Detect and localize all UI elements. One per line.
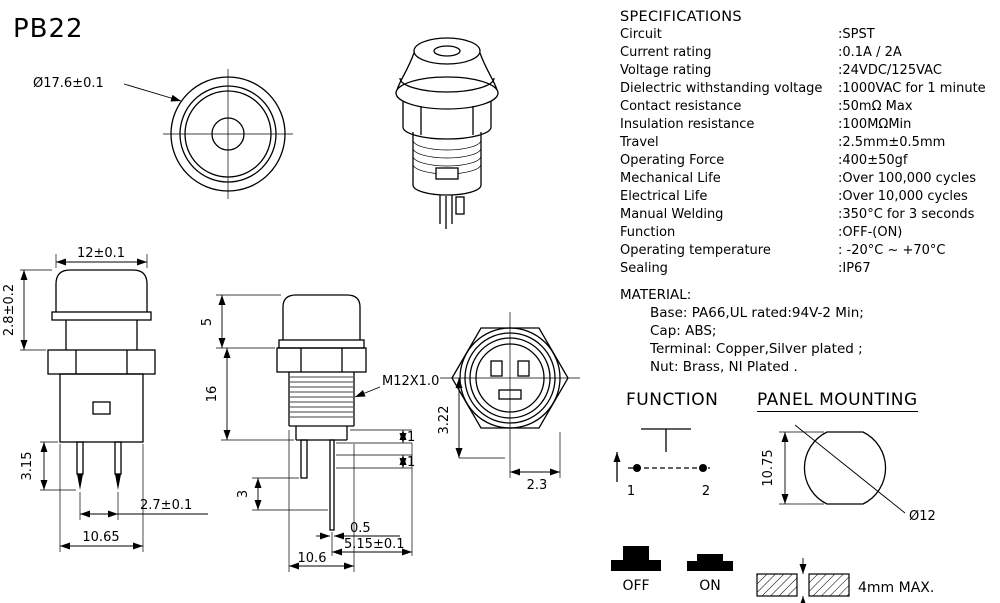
- dim-terminal-step-1: 1: [407, 430, 415, 445]
- function-heading: FUNCTION: [626, 390, 719, 410]
- dim-side-body-length: 16: [205, 386, 220, 403]
- dim-side-cap-height: 5: [200, 318, 215, 326]
- spec-row-circuit: Circuit :SPST: [620, 26, 998, 44]
- spec-value: :400±50gf: [838, 153, 908, 168]
- dim-bottom-terminal-offset: 3.22: [437, 406, 452, 435]
- spec-value: :SPST: [838, 27, 875, 42]
- spec-value: :0.1A / 2A: [838, 45, 902, 60]
- material-panel: MATERIAL: Base: PA66,UL rated:94V-2 Min;…: [620, 286, 864, 376]
- spec-row-voltage-rating: Voltage rating :24VDC/125VAC: [620, 62, 998, 80]
- spec-value: :IP67: [838, 261, 871, 276]
- spec-value: :OFF-(ON): [838, 225, 903, 240]
- terminal-2-label: 2: [702, 484, 710, 499]
- dim-side-pin-length: 3: [236, 490, 251, 498]
- button-off-symbol: [611, 546, 661, 571]
- spec-row-contact-resistance: Contact resistance :50mΩ Max: [620, 98, 998, 116]
- side-view: 5 16 M12X1.0 1 1 3 0.5 5.15±0.1 1: [200, 294, 439, 572]
- material-heading: MATERIAL:: [620, 287, 692, 303]
- dim-hole-diameter: Ø12: [909, 509, 936, 524]
- spec-value: :2.5mm±0.5mm: [838, 135, 946, 150]
- dim-side-body-width: 10.6: [298, 551, 327, 566]
- dim-cap-height: 2.8±0.2: [2, 284, 17, 336]
- panel-section-right: [808, 573, 850, 597]
- spec-label: Voltage rating: [620, 63, 712, 78]
- spec-label: Manual Welding: [620, 207, 724, 222]
- function-schematic: 1 2 OFF ON: [611, 428, 733, 594]
- dim-body-width: 10.65: [82, 530, 119, 545]
- material-line-nut: Nut: Brass, NI Plated .: [650, 359, 798, 375]
- spec-label: Operating temperature: [620, 243, 771, 258]
- material-line-base: Base: PA66,UL rated:94V-2 Min;: [650, 305, 864, 321]
- dim-bottom-terminal-spacing: 2.3: [527, 478, 548, 493]
- spec-row-operating-temperature: Operating temperature : -20°C ~ +70°C: [620, 242, 998, 260]
- dim-max-thickness: 4mm MAX.: [858, 580, 934, 596]
- spec-row-mechanical-life: Mechanical Life :Over 100,000 cycles: [620, 170, 998, 188]
- spec-label: Sealing: [620, 261, 668, 276]
- spec-label: Contact resistance: [620, 99, 742, 114]
- top-view: Ø17.6±0.1: [33, 69, 293, 199]
- spec-row-operating-force: Operating Force :400±50gf: [620, 152, 998, 170]
- spec-row-travel: Travel :2.5mm±0.5mm: [620, 134, 998, 152]
- dim-flat-width: 10.75: [761, 449, 776, 486]
- spec-row-current-rating: Current rating :0.1A / 2A: [620, 44, 998, 62]
- off-label: OFF: [622, 578, 649, 594]
- spec-label: Circuit: [620, 27, 662, 42]
- spec-label: Dielectric withstanding voltage: [620, 81, 823, 96]
- material-line-cap: Cap: ABS;: [650, 323, 717, 339]
- contact-1-dot: [633, 464, 641, 472]
- spec-value: :50mΩ Max: [838, 99, 913, 114]
- spec-value: :Over 10,000 cycles: [838, 189, 968, 204]
- dim-top-view-diameter: Ø17.6±0.1: [33, 76, 104, 91]
- spec-label: Travel: [620, 135, 659, 150]
- spec-row-electrical-life: Electrical Life :Over 10,000 cycles: [620, 188, 998, 206]
- spec-value: :1000VAC for 1 minute: [838, 81, 986, 96]
- panel-mounting-drawing: Ø12 10.75 4mm MAX.: [756, 424, 936, 603]
- contact-2-dot: [699, 464, 707, 472]
- specifications-heading: SPECIFICATIONS: [620, 9, 742, 25]
- panel-section-left: [756, 573, 798, 597]
- spec-row-insulation-resistance: Insulation resistance :100MΩMin: [620, 116, 998, 134]
- dim-cap-width: 12±0.1: [77, 246, 125, 261]
- dim-thread-spec: M12X1.0: [382, 374, 439, 389]
- spec-label: Electrical Life: [620, 189, 708, 204]
- spec-value: :100MΩMin: [838, 117, 912, 132]
- spec-row-function: Function :OFF-(ON): [620, 224, 998, 242]
- terminal-1-label: 1: [627, 484, 635, 499]
- specifications-panel: SPECIFICATIONS Circuit :SPST Current rat…: [620, 8, 998, 278]
- dim-pin-spacing: 2.7±0.1: [140, 498, 192, 513]
- on-label: ON: [699, 578, 721, 594]
- front-view: 12±0.1 2.8±0.2 3.15 2.7±0.1 10.65: [2, 246, 208, 552]
- spec-label: Current rating: [620, 45, 712, 60]
- dim-pin-thickness: 0.5: [350, 521, 371, 536]
- spec-label: Function: [620, 225, 676, 240]
- spec-row-manual-welding: Manual Welding :350°C for 3 seconds: [620, 206, 998, 224]
- dim-pin-offset: 5.15±0.1: [344, 537, 405, 552]
- dim-terminal-step-2: 1: [407, 455, 415, 470]
- spec-value: :24VDC/125VAC: [838, 63, 942, 78]
- spec-value: : -20°C ~ +70°C: [838, 243, 946, 258]
- button-on-symbol: [687, 554, 733, 571]
- spec-label: Mechanical Life: [620, 171, 721, 186]
- material-line-terminal: Terminal: Copper,Silver plated ;: [650, 341, 863, 357]
- spec-row-sealing: Sealing :IP67: [620, 260, 998, 278]
- spec-value: :Over 100,000 cycles: [838, 171, 977, 186]
- panel-mounting-heading: PANEL MOUNTING: [757, 390, 918, 412]
- bottom-view: 3.22 2.3: [437, 312, 580, 493]
- spec-label: Operating Force: [620, 153, 725, 168]
- page-title: PB22: [13, 14, 84, 44]
- dim-pin-length: 3.15: [20, 452, 35, 481]
- perspective-view: [395, 37, 499, 229]
- spec-value: :350°C for 3 seconds: [838, 207, 975, 222]
- spec-label: Insulation resistance: [620, 117, 755, 132]
- spec-row-dielectric: Dielectric withstanding voltage :1000VAC…: [620, 80, 998, 98]
